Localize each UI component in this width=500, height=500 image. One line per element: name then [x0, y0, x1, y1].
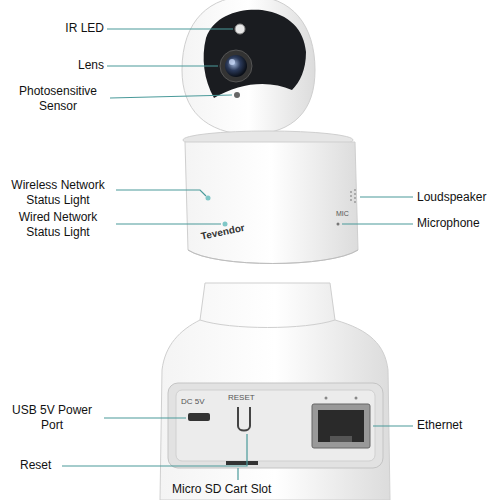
part-label: Ethernet	[417, 418, 497, 433]
part-label: Wireless Network Status Light	[2, 178, 114, 208]
device-marking: RESET	[228, 393, 268, 403]
part-label: Lens	[30, 58, 104, 73]
part-label: Photosensitive Sensor	[8, 84, 108, 114]
device-marking: DC 5V	[181, 397, 221, 407]
part-label: Microphone	[417, 216, 497, 231]
part-label: IR LED	[30, 21, 104, 36]
part-label: Reset	[20, 458, 60, 473]
part-label: Loudspeaker	[417, 190, 497, 205]
part-label: Micro SD Cart Slot	[172, 482, 312, 497]
part-label: USB 5V Power Port	[2, 403, 102, 433]
device-marking: MIC	[336, 209, 360, 218]
part-label: Wired Network Status Light	[2, 210, 114, 240]
leader-lines	[62, 29, 413, 480]
